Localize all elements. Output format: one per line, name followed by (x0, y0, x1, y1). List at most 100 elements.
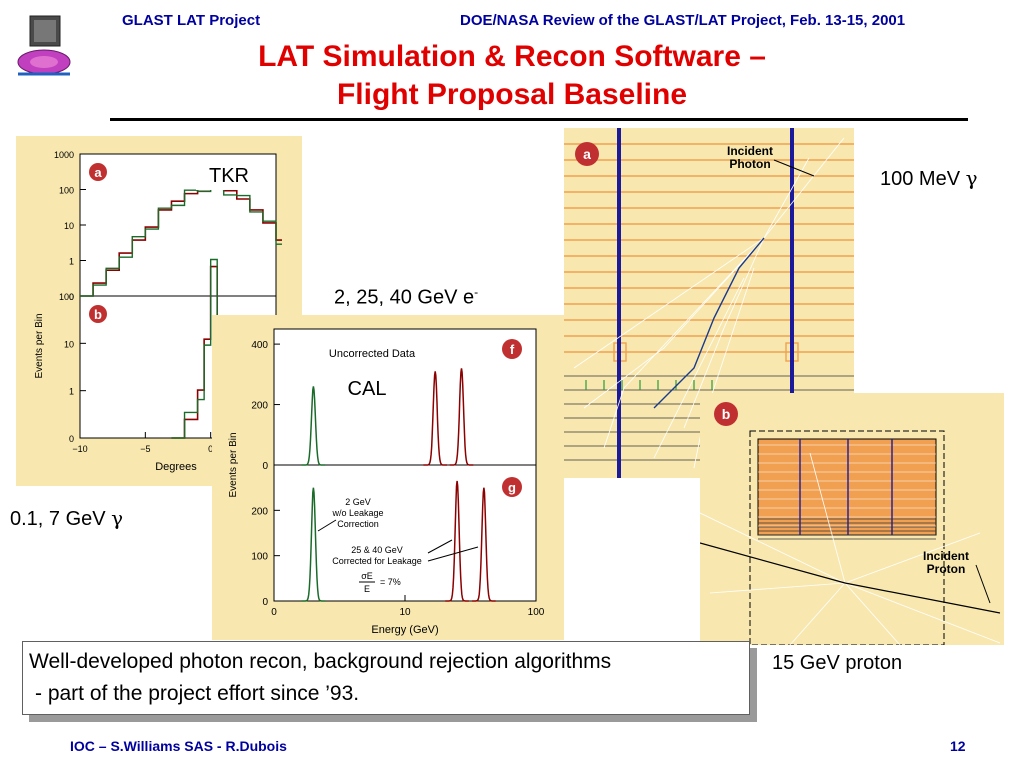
event-a-incident-label-1: Incident (727, 144, 773, 158)
badge-g-text: g (508, 480, 516, 495)
chart-b-xtick-label: −10 (72, 444, 87, 454)
badge-b-text: b (94, 307, 102, 322)
chart-b-ytick-label: 0 (69, 434, 74, 444)
title-rule (110, 118, 968, 121)
chart-g-annot-1: 2 GeV (345, 497, 371, 507)
chart-g-xtick-label: 100 (528, 607, 545, 618)
badge-b-shape (89, 305, 107, 323)
page-number: 12 (950, 738, 966, 754)
event-b-proton-track (699, 542, 1001, 614)
chart-g-peak-red-2 (472, 487, 496, 602)
chart-f-frame (273, 328, 537, 466)
chart-g-peak-red-1 (445, 480, 469, 602)
badge-f-shape (502, 339, 522, 359)
event-a-incident-arrow (773, 159, 815, 177)
chart-b-ytick-label: 1 (69, 387, 74, 397)
event-display-b: b Incident Proton (699, 393, 1004, 646)
event-b-badge-shape (714, 402, 738, 426)
tkr-xlabel: Degrees (155, 461, 197, 473)
chart-g-xtick-label: 10 (399, 607, 411, 618)
event-a-tracks (573, 137, 845, 469)
chart-g-arrow-3 (427, 546, 479, 562)
chart-g-annot-pct: = 7% (380, 577, 401, 587)
summary-callout: Well-developed photon recon, background … (22, 641, 750, 715)
event-a-badge-shape (575, 142, 599, 166)
footer-authors: IOC – S.Williams SAS - R.Dubois (70, 738, 287, 754)
label-electron-sup: - (474, 285, 479, 299)
header-review-title: DOE/NASA Review of the GLAST/LAT Project… (460, 12, 906, 29)
label-electron-text: 2, 25, 40 GeV e (334, 286, 475, 309)
chart-g-xtick-label: 0 (271, 607, 277, 618)
gamma-symbol: γ (965, 166, 978, 190)
chart-b-ytick-label: 10 (64, 339, 74, 349)
chart-g-peak-green (301, 487, 326, 602)
chart-f-peak-red-1 (423, 371, 447, 466)
label-100mev-photon: 100 MeV γ (880, 166, 978, 191)
event-b-svg: b Incident Proton (699, 402, 1001, 646)
chart-g-ytick-label: 0 (262, 597, 268, 608)
header-project-name: GLAST LAT Project (122, 12, 261, 29)
chart-a-ytick-label: 1 (69, 257, 74, 267)
cal-label: CAL (348, 378, 387, 400)
chart-f-ytick-label: 200 (251, 401, 268, 412)
badge-a-text: a (94, 165, 102, 180)
chart-f-ytick-label: 0 (262, 461, 268, 472)
badge-a-shape (89, 163, 107, 181)
chart-f-title: Uncorrected Data (329, 348, 416, 360)
chart-g-ytick-label: 200 (251, 506, 268, 517)
label-photon-text: 0.1, 7 GeV (10, 508, 112, 530)
chart-b-xtick-label: 0 (208, 444, 213, 454)
chart-g-annot-sigma: σE (361, 571, 373, 581)
tkr-label: TKR (209, 165, 249, 187)
event-b-inner-box (757, 438, 937, 536)
cal-ticks: 0 200 400 0 100 200 0 10 100 (251, 340, 544, 618)
event-a-shower-track (653, 237, 765, 409)
label-15gev-proton: 15 GeV proton (772, 652, 903, 674)
event-a-svg: a Incident Photon (564, 128, 854, 478)
label-electron-energies: 2, 25, 40 GeV e- (334, 285, 478, 310)
chart-f-peak-red-2 (449, 368, 474, 466)
chart-g-annot-4: 25 & 40 GeV (351, 545, 403, 555)
event-a-badge-text: a (583, 146, 591, 162)
event-b-incident-label-2: Proton (927, 562, 966, 576)
chart-a-ytick-label: 0 (69, 292, 74, 302)
gamma-symbol-2: γ (111, 506, 124, 530)
event-a-incident-label-2: Photon (729, 157, 770, 171)
page-title-line2: Flight Proposal Baseline (336, 78, 688, 111)
chart-f-peak-green (301, 386, 326, 466)
cal-xlabel: Energy (GeV) (371, 624, 438, 636)
glast-logo-icon (12, 10, 74, 82)
chart-g-arrow-1 (317, 519, 337, 532)
badge-g-shape (502, 477, 522, 497)
event-b-incident-arrow (975, 564, 991, 604)
event-a-tracker-layers (564, 143, 854, 461)
chart-g-annot-2: w/o Leakage (331, 508, 383, 518)
chart-a-series-green (80, 185, 282, 297)
chart-f-ytick-label: 400 (251, 340, 268, 351)
tkr-ylabel: Events per Bin (34, 313, 45, 378)
event-b-tracks (699, 452, 1001, 646)
chart-a-ytick-label: 1000 (54, 150, 74, 160)
chart-a-ytick-label: 10 (64, 221, 74, 231)
chart-b-ytick-label: 100 (59, 292, 74, 302)
cal-label-box (334, 371, 400, 405)
chart-g-frame (273, 464, 537, 602)
label-photon-energies: 0.1, 7 GeV γ (10, 506, 123, 531)
tkr-label-box (196, 160, 262, 190)
label-100mev-text: 100 MeV (880, 168, 966, 190)
chart-b-xtick-label: −5 (140, 444, 150, 454)
chart-a-ytick-label: 100 (59, 186, 74, 196)
event-b-badge-text: b (722, 406, 731, 422)
cal-ylabel: Events per Bin (228, 432, 239, 497)
callout-line1: Well-developed photon recon, background … (29, 650, 612, 673)
page-title-line1: LAT Simulation & Recon Software – (258, 40, 766, 73)
chart-g-ytick-label: 100 (251, 552, 268, 563)
chart-g-arrow-2 (427, 539, 453, 554)
chart-g-annot-e: E (364, 584, 370, 594)
event-b-incident-label-1: Incident (923, 549, 969, 563)
event-b-calorimeter-layers (758, 518, 936, 540)
badge-f-text: f (510, 342, 515, 357)
